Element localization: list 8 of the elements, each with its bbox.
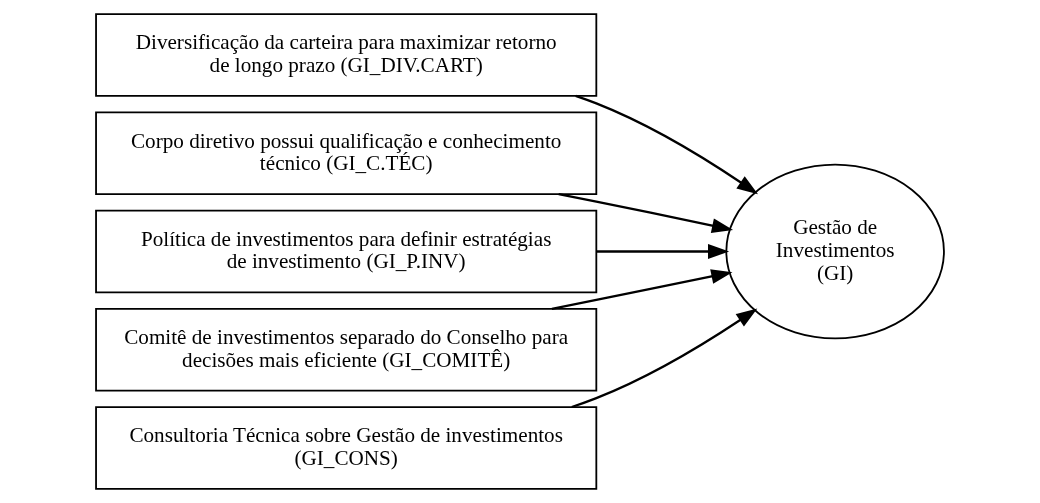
arrow: [596, 244, 730, 259]
node-box: Diversificação da carteira para maximizar retorno de longo prazo (GI_DIV.CART): [95, 13, 598, 97]
node-box: Consultoria Técnica sobre Gestão de investimentos (GI_CONS): [95, 406, 598, 490]
arrow: [575, 94, 758, 195]
node-box: Comitê de investimentos separado do Conselho para decisões mais eficiente (GI_COMITÊ): [95, 308, 598, 392]
node-ellipse: Gestão de Investimentos (GI): [725, 163, 945, 340]
node-box: Corpo diretivo possui qualificação e conhecimento técnico (GI_C.TÉC): [95, 111, 598, 195]
node-box: Política de investimentos para definir estratégias de investimento (GI_P.INV): [95, 209, 598, 294]
